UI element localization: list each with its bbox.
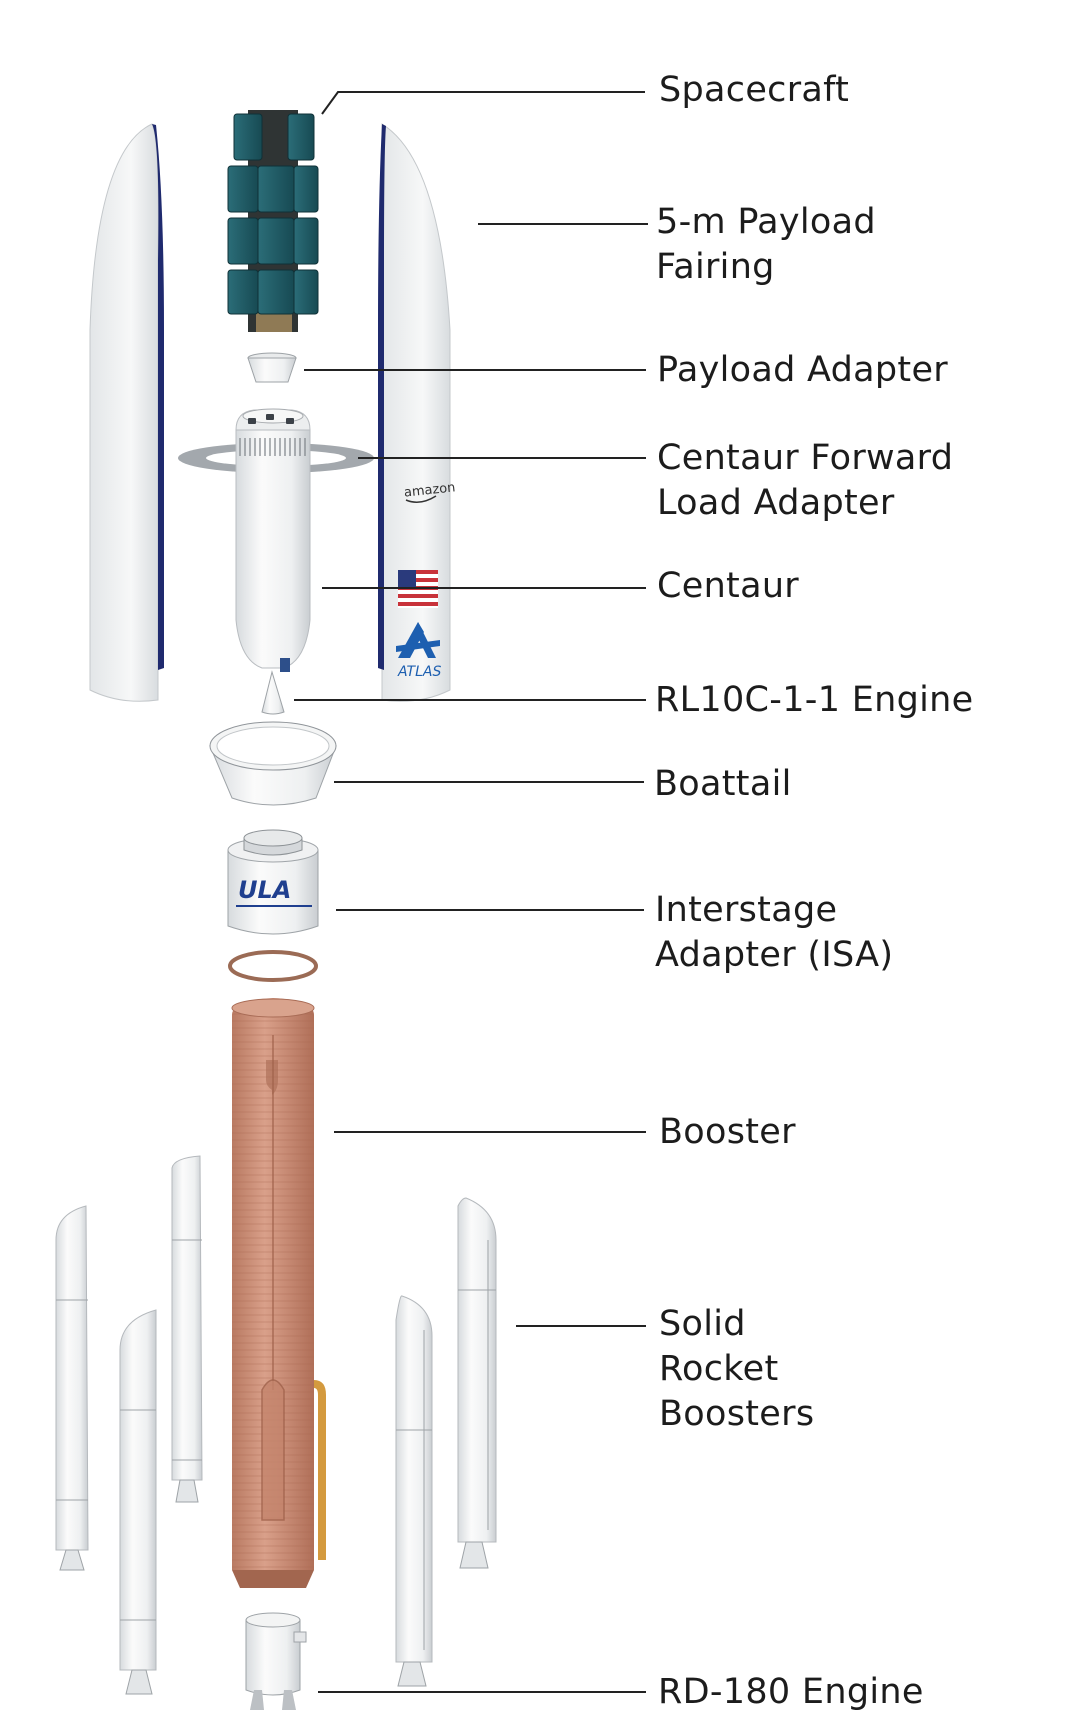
interstage-adapter: ULA <box>227 829 319 935</box>
amazon-logo: amazon <box>403 480 456 500</box>
spacecraft-stack <box>227 110 319 332</box>
solid-rocket-booster-2 <box>119 1309 157 1695</box>
label-centaur-forward-load-adapter: Centaur Forward Load Adapter <box>657 436 953 526</box>
atlas-booster <box>231 998 326 1588</box>
rd180-engine <box>245 1612 307 1710</box>
payload-fairing-right-half: amazon ATLAS <box>378 123 456 702</box>
label-isa-line-1: Interstage <box>655 890 838 930</box>
label-payload-fairing-line-1: 5-m Payload <box>656 202 876 242</box>
solid-rocket-booster-5 <box>457 1197 497 1569</box>
label-cfla-line-2: Load Adapter <box>657 483 895 523</box>
rl10c-engine <box>261 670 285 715</box>
label-rd180-engine: RD-180 Engine <box>658 1672 924 1712</box>
label-booster: Booster <box>659 1112 796 1152</box>
centaur-upper-stage <box>235 408 311 672</box>
amazon-smile-icon <box>405 495 437 503</box>
label-payload-adapter: Payload Adapter <box>657 350 948 390</box>
payload-adapter <box>247 352 297 383</box>
label-centaur: Centaur <box>657 566 799 606</box>
label-solid-rocket-boosters: Solid Rocket Boosters <box>659 1302 814 1437</box>
boattail <box>209 721 337 806</box>
atlas-logo-icon <box>396 622 440 658</box>
label-srb-line-1: Solid <box>659 1304 746 1344</box>
label-boattail: Boattail <box>654 764 792 804</box>
label-payload-fairing: 5-m Payload Fairing <box>656 200 876 290</box>
label-srb-line-3: Boosters <box>659 1394 815 1434</box>
label-interstage-adapter: Interstage Adapter (ISA) <box>655 888 893 978</box>
label-spacecraft: Spacecraft <box>659 70 850 110</box>
solid-rocket-booster-3 <box>171 1155 203 1503</box>
label-isa-line-2: Adapter (ISA) <box>655 935 894 975</box>
centaur-forward-ports <box>248 414 294 424</box>
label-srb-line-2: Rocket <box>659 1349 779 1389</box>
solid-rocket-booster-4 <box>395 1295 433 1687</box>
atlas-wordmark: ATLAS <box>397 664 441 680</box>
label-rl10-engine: RL10C-1-1 Engine <box>655 680 974 720</box>
label-payload-fairing-line-2: Fairing <box>656 247 775 287</box>
solid-rocket-booster-1 <box>55 1205 89 1571</box>
payload-fairing-left-half <box>89 123 164 702</box>
ula-logo: ULA <box>238 876 291 904</box>
leader-line-spacecraft <box>321 91 645 115</box>
interstage-ring <box>228 950 318 982</box>
label-cfla-line-1: Centaur Forward <box>657 438 954 478</box>
